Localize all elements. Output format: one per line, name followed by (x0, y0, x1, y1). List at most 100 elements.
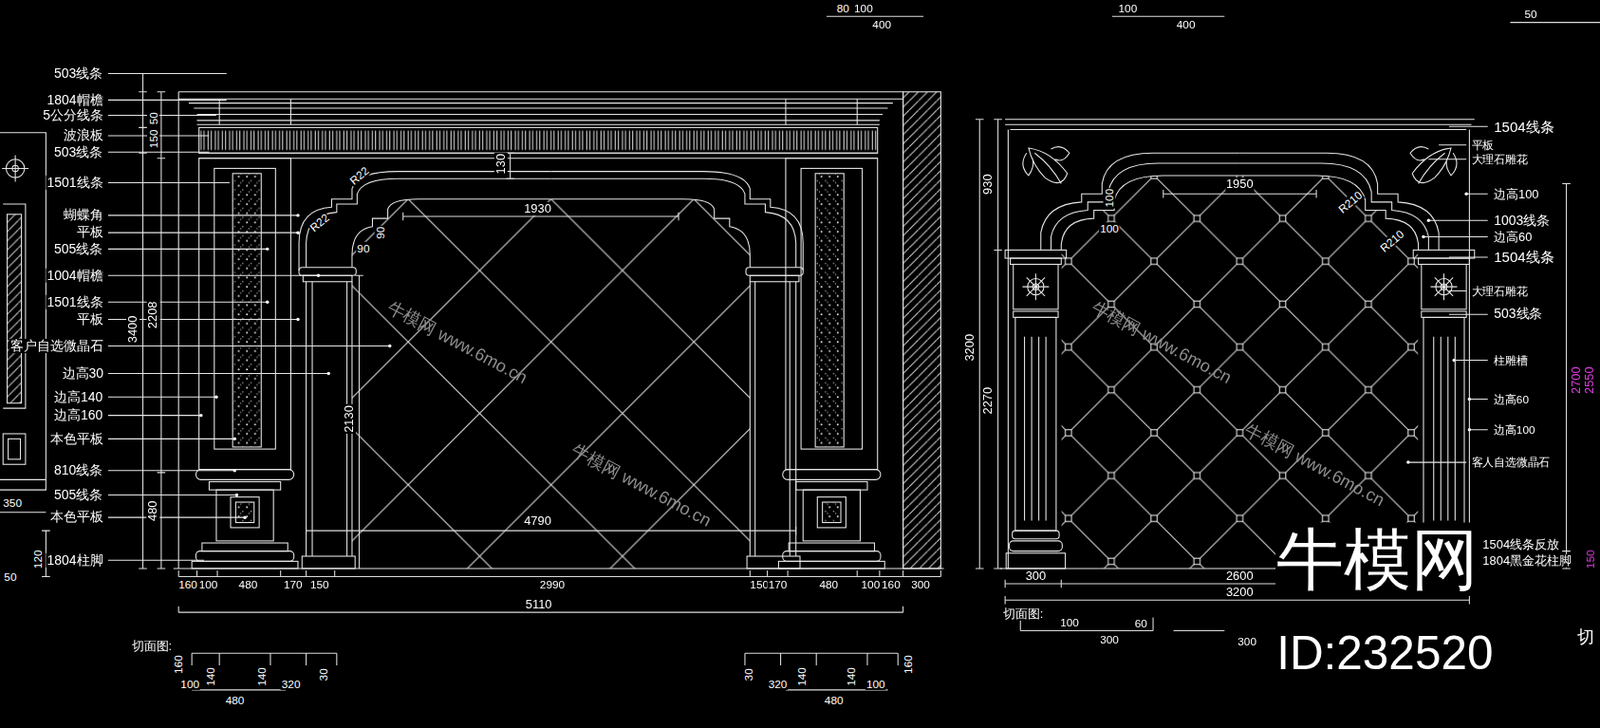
callout-label: 1504线条反放 (1481, 538, 1560, 552)
callout-label: 蝴蝶角 (62, 207, 105, 223)
dimension-text: 100 (1059, 615, 1080, 629)
dimension-text: 4790 (522, 513, 553, 527)
dimension-lines (138, 16, 1600, 690)
partial-elevation (0, 132, 51, 577)
dimension-text: 80 (836, 1, 851, 15)
dimension-text: 2700 (1569, 365, 1583, 395)
dimension-text: 170 (767, 578, 789, 592)
callout-label: 1004帽檐 (45, 268, 104, 283)
dimension-text: 100 (1102, 187, 1116, 209)
dimension-text: 5110 (524, 597, 554, 612)
dimension-text: 480 (818, 578, 839, 592)
callout-label: 1003线条 (1492, 213, 1551, 228)
dimension-text: 3400 (126, 314, 140, 344)
dimension-text: 100 (853, 1, 875, 15)
callout-label: 503线条 (53, 145, 104, 160)
dimension-text: 150 (309, 578, 331, 592)
dimension-text: 100 (1098, 222, 1120, 235)
dimension-text: 2550 (1582, 365, 1597, 395)
callout-label: 客户自选微晶石 (9, 338, 105, 354)
dimension-text: 50 (2, 570, 18, 583)
callout-label: 边高100 (1492, 423, 1537, 436)
dimension-text: 320 (280, 677, 302, 690)
dimension-text: 320 (767, 677, 789, 690)
dimension-text: 130 (494, 151, 508, 175)
callout-label: 503线条 (53, 66, 104, 81)
callout-label: 平板 (75, 225, 105, 241)
dimension-text: 400 (1175, 18, 1197, 31)
dimension-text: 100 (179, 677, 201, 690)
dimension-text: 300 (1236, 634, 1258, 648)
callout-label: 1804黑金花柱脚 (1481, 553, 1572, 567)
callout-label: 大理石雕花 (1469, 152, 1528, 166)
dimension-text: 3200 (962, 332, 976, 362)
dimension-text: 140 (255, 666, 268, 688)
dimension-text: 160 (880, 578, 902, 592)
callout-label: 1804柱脚 (45, 553, 104, 568)
dimension-text: 480 (238, 578, 260, 592)
callout-label: 1804帽檐 (45, 93, 104, 108)
dimension-text: 300 (910, 578, 931, 592)
dimension-text: 50 (147, 111, 160, 126)
callout-label: 边高100 (1492, 186, 1540, 201)
logo-text: ID:232520 (1275, 627, 1494, 679)
dimension-text: 2130 (341, 404, 355, 434)
logo-text: 牛模网 (1275, 521, 1480, 596)
dimension-text: 100 (198, 578, 220, 592)
dimension-text: 300 (1024, 568, 1048, 582)
dimension-text: 140 (795, 666, 808, 688)
dimension-text: 2208 (146, 299, 160, 330)
callout-label: 切面图: (1002, 606, 1044, 620)
dimension-text: 480 (224, 693, 246, 707)
callout-label: 波浪板 (62, 128, 105, 143)
left-elevation (173, 92, 945, 569)
dimension-text: 400 (871, 18, 893, 31)
dimension-text: 140 (204, 666, 217, 688)
callout-label: 边高160 (53, 408, 104, 423)
dimension-text: 350 (1, 497, 23, 510)
dimension-text: 150 (147, 128, 160, 149)
dimension-text: 300 (1098, 633, 1120, 647)
dimension-text: 480 (823, 693, 845, 707)
dimension-text: 150 (1583, 548, 1597, 570)
dimension-text: 60 (1134, 617, 1149, 631)
dimension-text: 2600 (1225, 568, 1255, 582)
callout-label: 平板 (1469, 138, 1495, 151)
callout-label: 1504线条 (1492, 118, 1556, 135)
dimension-text: 170 (282, 578, 304, 592)
callout-label: 边高140 (53, 390, 104, 405)
dimension-text: 50 (1523, 8, 1538, 21)
dimension-text: 30 (316, 667, 330, 682)
dimension-text: 90 (374, 225, 388, 241)
dimension-text: 480 (146, 499, 160, 522)
dimension-text: 1930 (522, 201, 553, 215)
dimension-text: 100 (1116, 1, 1138, 15)
callout-label: 1501线条 (45, 175, 104, 190)
callout-label: 503线条 (1492, 307, 1544, 322)
dimension-text: 100 (865, 677, 887, 690)
callout-label: 大理石雕花 (1469, 284, 1528, 298)
callout-label: 切 (1576, 628, 1596, 648)
callout-label: 505线条 (53, 487, 104, 503)
dimension-text: 1950 (1225, 177, 1255, 191)
dimension-text: 2990 (539, 578, 566, 592)
dimension-text: 930 (981, 172, 995, 196)
callout-label: 柱雕槽 (1492, 353, 1529, 367)
callout-label: 本色平板 (49, 510, 105, 525)
dimension-text: 30 (742, 667, 755, 682)
dimension-text: 2270 (981, 385, 995, 415)
callout-label: 平板 (75, 312, 105, 327)
dimension-text: 160 (902, 653, 915, 675)
dimension-text: 160 (171, 653, 185, 675)
callout-label: 客人自选微晶石 (1469, 456, 1551, 469)
callout-label: 505线条 (53, 241, 104, 257)
callout-label: 810线条 (53, 463, 104, 478)
callout-label: 切面图: (130, 639, 173, 653)
dimension-text: 140 (844, 666, 857, 688)
right-elevation (1000, 119, 1480, 569)
callout-label: 1501线条 (45, 295, 104, 310)
callout-label: 边高60 (1492, 229, 1533, 243)
dimension-text: 3200 (1225, 585, 1255, 599)
callout-label: 边高30 (61, 366, 106, 381)
dimension-text: 160 (177, 578, 199, 592)
